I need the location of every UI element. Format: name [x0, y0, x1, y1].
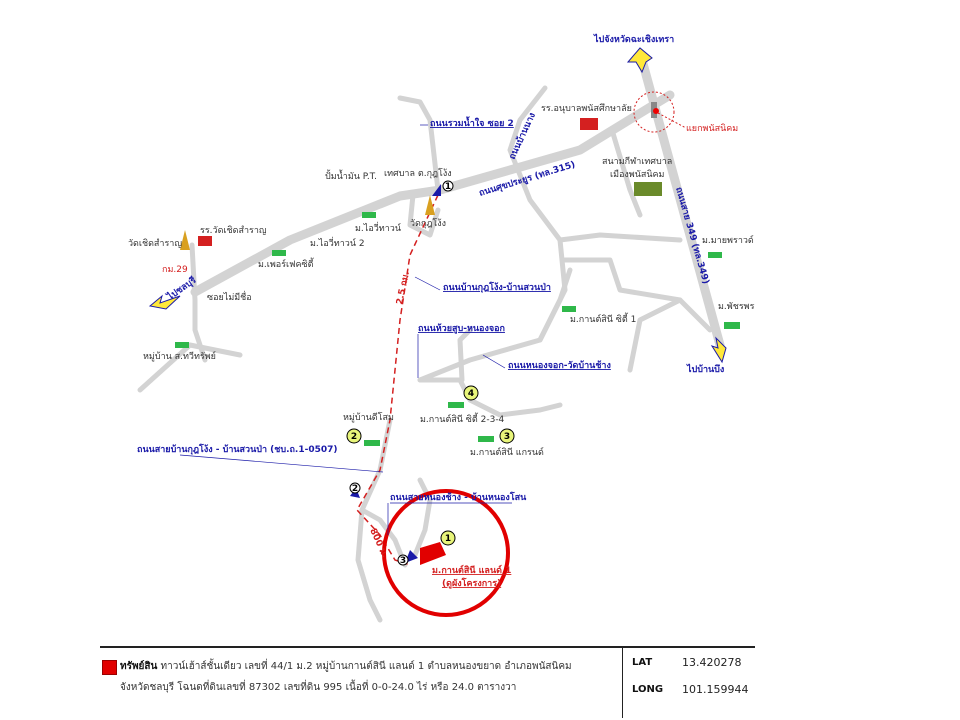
intersection-circle — [633, 91, 675, 133]
arrow-south-icon — [710, 336, 727, 364]
svg-text:2: 2 — [351, 432, 357, 442]
temple-icon — [425, 195, 435, 215]
leader-lines — [179, 124, 512, 535]
label-my-praew: ม.มายพราวด์ — [702, 234, 754, 246]
svg-text:2: 2 — [352, 484, 358, 494]
property-legend: ทรัพย์สิน ทาวน์เฮ้าส์ชั้นเดียว เลขที่ 44… — [100, 646, 755, 718]
lat-label: LAT — [632, 657, 653, 668]
legend-line-1: ทรัพย์สิน ทาวน์เฮ้าส์ชั้นเดียว เลขที่ 44… — [120, 661, 572, 672]
label-stadium-1: สนามกีฬาเทศบาล — [602, 156, 672, 167]
label-to-ban-bueng: ไปบ้านบึง — [686, 363, 724, 375]
route-line — [356, 194, 439, 566]
label-school-choet: รร.วัดเชิดสำราญ — [200, 225, 267, 236]
label-road-nongjok: ถนนหนองจอก-วัดบ้านช้าง — [508, 360, 611, 371]
svg-text:4: 4 — [468, 389, 474, 399]
divider — [622, 648, 623, 718]
label-stadium-2: เมืองพนัสนิคม — [610, 169, 665, 180]
label-road-kudngong-suanpa: ถนนบ้านกุฎโง้ง-บ้านสวนป่า — [443, 281, 551, 293]
house-icons — [175, 212, 740, 446]
label-wat-kudngong: วัดกุฎโง้ง — [410, 218, 446, 229]
label-kansini-grand: ม.กานต์สินี แกรนด์ — [470, 446, 544, 458]
main-roads — [190, 55, 725, 350]
label-wat-choet: วัดเชิดสำราญ — [128, 238, 182, 249]
school-icons — [198, 118, 598, 246]
label-road-huaisub: ถนนห้วยสูบ-หนองจอก — [418, 323, 505, 334]
svg-text:1: 1 — [445, 534, 451, 544]
numbered-markers: 1 4 3 2 1 2 3 — [346, 180, 515, 566]
label-ivory-town: ม.ไอวี่ทาวน์ — [355, 221, 401, 234]
label-kansini-city-1: ม.กานต์สินี ซิตี้ 1 — [570, 312, 636, 325]
property-swatch — [102, 660, 117, 675]
arrow-north-icon — [626, 47, 653, 74]
label-to-chachoengsao: ไปจังหวัดฉะเชิงเทรา — [593, 33, 674, 45]
target-plan-link[interactable]: (ดูผังโครงการ) — [442, 577, 501, 589]
map: 1 4 3 2 1 2 3 ไปจังหวัดฉะเชิงเทรา ไปบ้าน… — [128, 33, 755, 623]
temple-icon — [180, 230, 190, 250]
flag-icon — [432, 184, 441, 196]
target-circle — [382, 489, 510, 617]
arrow-southwest-icon — [148, 294, 181, 310]
label-perfect-city: ม.เพอร์เฟคซิตี้ — [258, 257, 315, 270]
svg-text:3: 3 — [504, 432, 510, 442]
stadium-icon — [634, 182, 662, 196]
svg-text:1: 1 — [445, 182, 451, 192]
long-label: LONG — [632, 684, 664, 695]
label-ivory-town-2: ม.ไอวี่ทาวน์ 2 — [310, 236, 365, 249]
label-road-sai-kudngong: ถนนสายบ้านกุฎโง้ง - บ้านสวนป่า (ชบ.ถ.1-0… — [137, 443, 338, 455]
lat-value: 13.420278 — [682, 656, 742, 669]
minor-roads — [137, 85, 713, 623]
target-parcel — [420, 542, 446, 565]
label-road-nongchang: ถนนสายหนองช้าง - บ้านหนองโสน — [390, 491, 527, 503]
label-km29: กม.29 — [162, 265, 188, 275]
label-kindergarten: รร.อนุบาลพนัสศึกษาลัย — [541, 103, 632, 114]
label-road-ruamnamjai: ถนนรวมน้ำใจ ซอย 2 — [430, 116, 514, 129]
legend-line-2: จังหวัดชลบุรี โฉนดที่ดินเลขที่ 87302 เลข… — [120, 682, 517, 693]
distance-label-1: 2.5 กม. — [395, 270, 412, 305]
label-soi-no-name: ซอยไม่มีชื่อ — [207, 290, 252, 303]
target-link[interactable]: ม.กานต์สินี แลนด์ 1 — [432, 564, 511, 576]
label-kansini-city-234: ม.กานต์สินี ซิตี้ 2-3-4 — [420, 412, 505, 425]
label-patcharaporn: ม.พัชรพร — [718, 302, 755, 312]
label-dee-som: หมู่บ้านดีโสม — [343, 412, 394, 423]
label-gas-station: ปั้มน้ำมัน P.T. — [325, 169, 377, 182]
label-moo-sor: หมู่บ้าน ส.ทวีทรัพย์ — [143, 350, 216, 362]
traffic-light-dot — [653, 108, 659, 114]
label-intersection: แยกพนัสนิคม — [686, 123, 738, 134]
label-municipality: เทศบาล ต.กุฎโง้ง — [384, 168, 452, 179]
long-value: 101.159944 — [682, 683, 749, 696]
svg-text:3: 3 — [400, 556, 406, 566]
